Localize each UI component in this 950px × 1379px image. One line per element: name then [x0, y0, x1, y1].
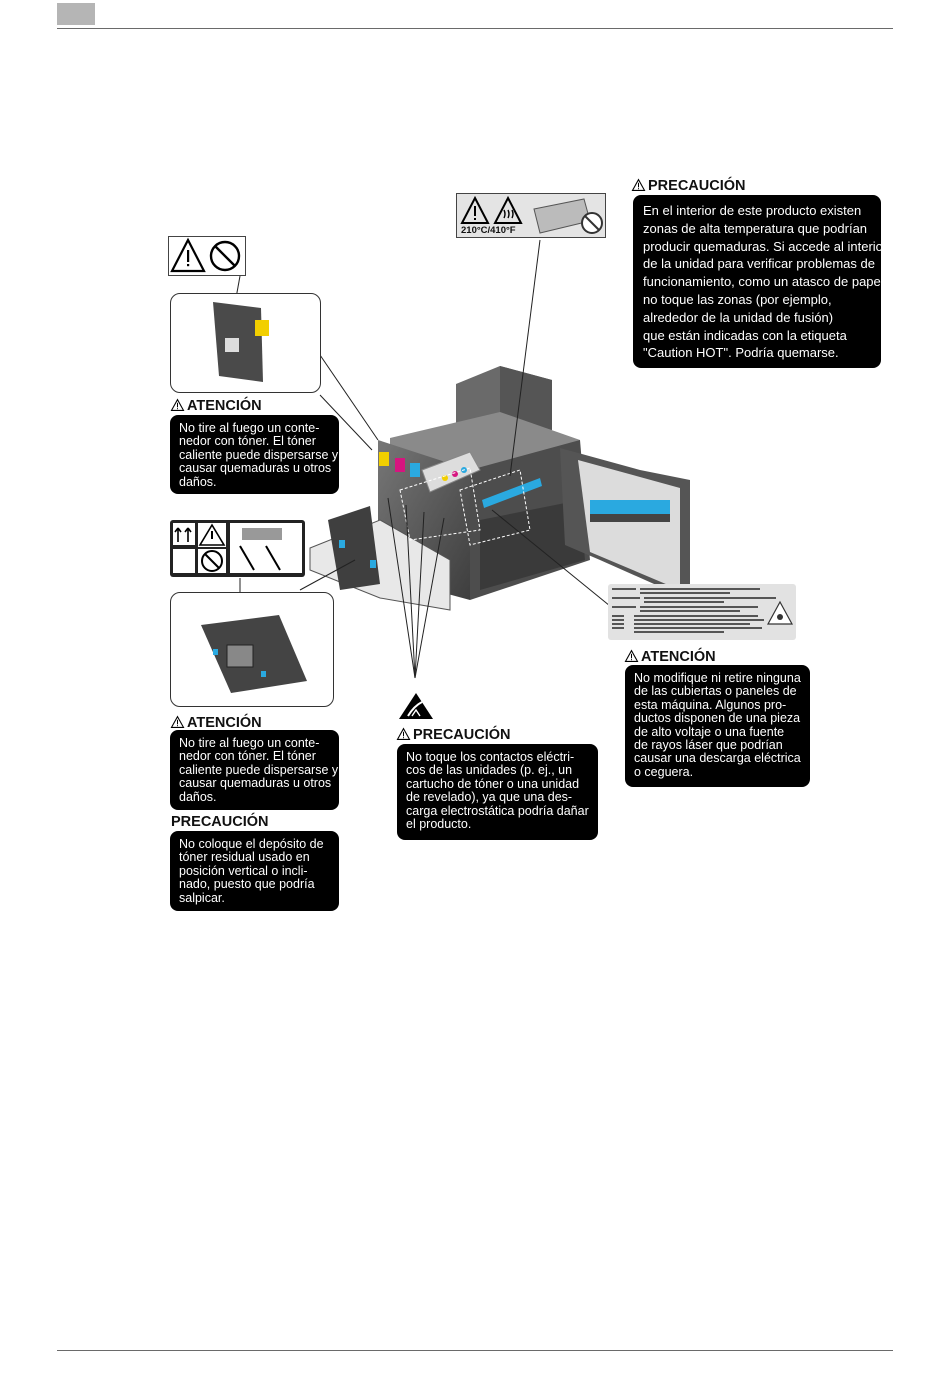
notice-line: de revelado), ya que una des-	[406, 790, 573, 805]
notice-line: No modifique ni retire ninguna	[634, 671, 801, 685]
atencion-laser-heading: ATENCIÓN	[624, 649, 716, 665]
notice-line: daños.	[179, 474, 217, 489]
precaucion-waste-heading: PRECAUCIÓN	[171, 814, 269, 830]
precaucion-waste-box: No coloque el depósito de tóner residual…	[170, 831, 339, 911]
warning-triangle-icon	[170, 398, 185, 411]
atencion-toner-1-heading: ATENCIÓN	[170, 398, 262, 414]
precaucion-esd-box: No toque los contactos eléctri- cos de l…	[397, 744, 598, 840]
no-fire-label-1	[168, 236, 246, 276]
atencion-laser-box: No modifique ni retire ninguna de las cu…	[625, 665, 810, 787]
notice-line: funcionamiento, como un atasco de papel,	[643, 274, 888, 290]
toner-cartridge-image	[213, 302, 269, 382]
notice-line: carga electrostática podría dañar	[406, 803, 589, 818]
page-number-tab	[57, 3, 95, 25]
notice-line: alrededor de la unidad de fusión)	[643, 309, 834, 325]
waste-toner-label	[170, 520, 305, 577]
notice-line: caliente puede dispersarse y	[179, 447, 339, 462]
caution-hot-label: 210°C/410°F	[456, 193, 606, 238]
hot-temperature: 210°C/410°F	[461, 225, 516, 236]
notice-line: No coloque el depósito de	[179, 837, 324, 851]
notice-line: de las cubiertas o paneles de	[634, 684, 797, 699]
notice-line: causar quemaduras u otros	[179, 776, 332, 791]
notice-line: No tire al fuego un conte-	[179, 421, 320, 435]
waste-toner-box-image	[201, 615, 307, 693]
notice-line: que están indicadas con la etiqueta	[643, 327, 847, 343]
hot-warning-icons	[460, 195, 523, 224]
notice-line: cos de las unidades (p. ej., un	[406, 763, 573, 778]
notice-line: ductos disponen de una pieza	[634, 711, 801, 726]
notice-line: producir quemaduras. Si accede al interi…	[643, 238, 888, 254]
fusing-unit-icon	[533, 198, 603, 234]
notice-line: daños.	[179, 789, 217, 804]
footer-rule	[57, 1350, 893, 1351]
printer-body	[309, 366, 690, 611]
notice-line: No tire al fuego un conte-	[179, 736, 320, 750]
header-rule	[57, 28, 893, 29]
notice-line: no toque las zonas (por ejemplo,	[643, 291, 832, 307]
precaucion-top-heading: PRECAUCIÓN	[631, 178, 745, 194]
notice-line: posición vertical o incli-	[179, 863, 308, 878]
notice-line: zonas de alta temperatura que podrían	[643, 220, 868, 236]
fire-warning-icons	[170, 237, 241, 273]
notice-line: causar una descarga eléctrica	[634, 751, 801, 766]
notice-line: caliente puede dispersarse y	[179, 762, 339, 777]
leader-lines	[227, 239, 611, 679]
notice-line: nado, puesto que podría	[179, 877, 315, 892]
notice-line: o ceguera.	[634, 764, 694, 779]
notice-line: cartucho de tóner o una unidad	[406, 776, 580, 791]
notice-line: causar quemaduras u otros	[179, 461, 332, 476]
notice-line: de alto voltaje o una fuente	[634, 724, 785, 739]
laser-label-graphic	[612, 588, 794, 633]
warning-triangle-icon	[396, 727, 411, 740]
notice-line: de la unidad para verificar problemas de	[643, 256, 875, 272]
notice-line: tóner residual usado en	[179, 850, 310, 865]
notice-line: nedor con tóner. El tóner	[179, 749, 316, 764]
atencion-toner-1-box: No tire al fuego un conte- nedor con tón…	[170, 415, 339, 494]
warning-triangle-icon	[170, 715, 185, 728]
notice-line: nedor con tóner. El tóner	[179, 434, 316, 449]
precaucion-esd-heading: PRECAUCIÓN	[396, 727, 510, 743]
notice-line: salpicar.	[179, 890, 225, 905]
warning-triangle-icon	[631, 178, 646, 191]
atencion-toner-2-box: No tire al fuego un conte- nedor con tón…	[170, 730, 339, 810]
notice-line: esta máquina. Algunos pro-	[634, 697, 787, 712]
precaucion-top-box: En el interior de este producto existen …	[633, 195, 888, 368]
notice-line: el producto.	[406, 817, 472, 832]
notice-line: No toque los contactos eléctri-	[406, 750, 575, 764]
waste-toner-label-icons	[173, 523, 302, 573]
atencion-toner-2-heading: ATENCIÓN	[170, 715, 262, 731]
notice-line: En el interior de este producto existen	[643, 203, 862, 218]
notice-line: "Caution HOT". Podría quemarse.	[643, 345, 839, 361]
esd-warning-icon	[399, 693, 433, 719]
laser-warning-label	[608, 584, 796, 640]
warning-triangle-icon	[624, 649, 639, 662]
toner-cartridge-callout	[170, 293, 321, 393]
notice-line: de rayos láser que podrían	[634, 738, 783, 753]
waste-toner-callout	[170, 592, 334, 707]
